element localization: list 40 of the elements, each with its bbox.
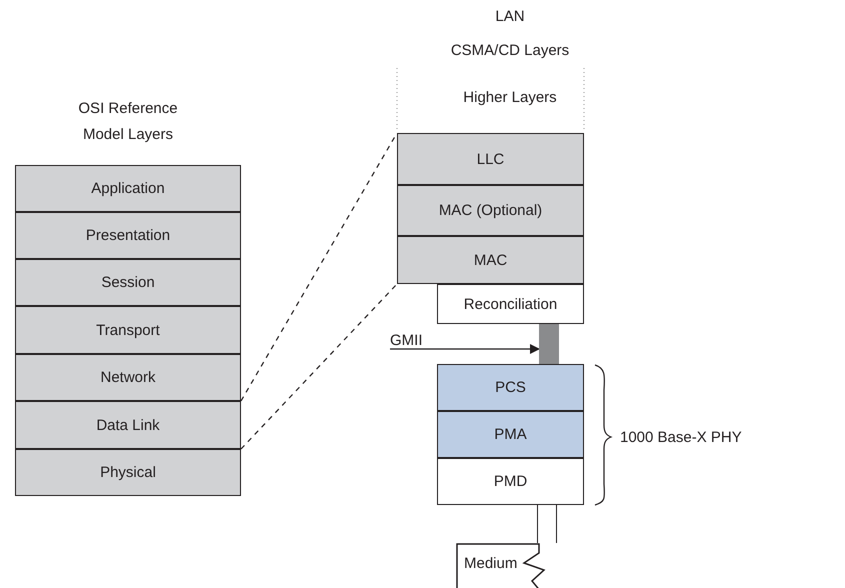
layer-name: Session [101,274,155,291]
channel-box [537,505,557,543]
heading: LAN [495,8,525,25]
layer-name: PMD [494,473,528,490]
layer-name: Medium [464,555,518,572]
layer-box [15,449,241,496]
layer-box [15,212,241,259]
layer-name: Data Link [96,416,160,434]
layer-box [15,354,241,401]
layer-box [397,236,584,284]
layer-name: MAC (Optional) [438,202,542,219]
layer-box [15,259,241,306]
medium-shape [456,543,546,588]
layer-box [437,411,584,458]
layer-box [397,133,584,185]
dashed-line [240,284,398,450]
layer-box [397,185,584,236]
layer-name: Transport [96,322,160,338]
heading: CSMA/CD Layers [450,42,570,59]
layer-name: Reconciliation [464,296,558,312]
layer-name: MAC [474,252,508,268]
layer-box [15,401,241,449]
layer-box [15,165,241,212]
brace-label: 1000 Base-X PHY [620,429,742,446]
layer-box [15,306,241,354]
interface-bar [539,324,559,364]
layer-name: Network [100,369,156,386]
layer-name: PCS [495,379,526,396]
layer-name: Physical [100,464,156,481]
layer-box [437,284,584,324]
layer-name: Presentation [86,227,170,244]
arrow [390,344,540,354]
heading: Higher Layers [463,89,557,106]
layer-name: LLC [476,150,504,168]
layer-name: Application [91,180,165,197]
layer-box [437,458,584,505]
heading: OSI Reference Model Layers [77,99,179,145]
layer-box [437,364,584,411]
layer-name: PMA [494,426,527,443]
signal-name: GMII [390,332,422,348]
